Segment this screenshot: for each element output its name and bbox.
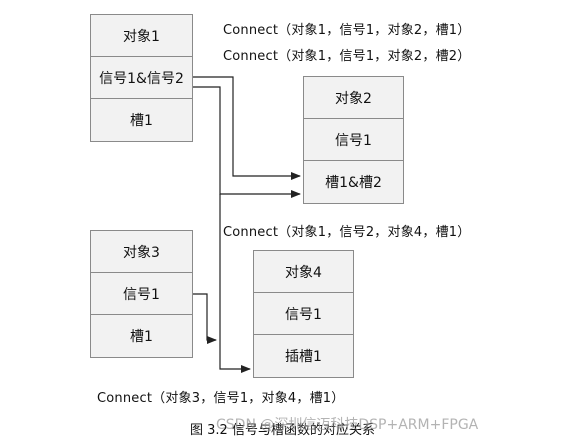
object4-signal: 信号1 bbox=[254, 293, 353, 335]
object2-header: 对象2 bbox=[304, 77, 403, 119]
object4-box: 对象4 信号1 插槽1 bbox=[253, 250, 354, 378]
arrow-obj1-to-obj2-slot1 bbox=[193, 76, 301, 180]
object3-signal: 信号1 bbox=[91, 273, 192, 315]
object4-slot: 插槽1 bbox=[285, 349, 322, 365]
connect-statement-1: Connect（对象1，信号1，对象2，槽1） bbox=[223, 23, 471, 38]
connect-statement-2: Connect（对象1，信号1，对象2，槽2） bbox=[223, 49, 471, 64]
arrow-obj1-to-obj2-slot2 bbox=[193, 86, 301, 198]
object3-slot: 槽1 bbox=[130, 329, 153, 345]
arrow-obj3-to-obj4-slot bbox=[193, 293, 217, 344]
object3-box: 对象3 信号1 槽1 bbox=[90, 230, 193, 358]
object2-box: 对象2 信号1 槽1&槽2 bbox=[303, 76, 404, 204]
object4-header: 对象4 bbox=[254, 251, 353, 293]
object1-box: 对象1 信号1&信号2 槽1 bbox=[90, 14, 193, 142]
figure-caption: 图 3.2 信号与槽函数的对应关系 bbox=[190, 423, 375, 438]
connect-statement-3: Connect（对象1，信号2，对象4，槽1） bbox=[223, 225, 471, 240]
object2-signal: 信号1 bbox=[304, 119, 403, 161]
object1-signal: 信号1&信号2 bbox=[91, 57, 192, 99]
object1-slot: 槽1 bbox=[130, 113, 153, 129]
object1-header: 对象1 bbox=[91, 15, 192, 57]
object3-header: 对象3 bbox=[91, 231, 192, 273]
object2-slot: 槽1&槽2 bbox=[325, 175, 382, 191]
connect-statement-4: Connect（对象3，信号1，对象4，槽1） bbox=[97, 391, 345, 406]
csdn-watermark: CSDN @深圳信迈科技DSP+ARM+FPGA bbox=[216, 417, 479, 433]
